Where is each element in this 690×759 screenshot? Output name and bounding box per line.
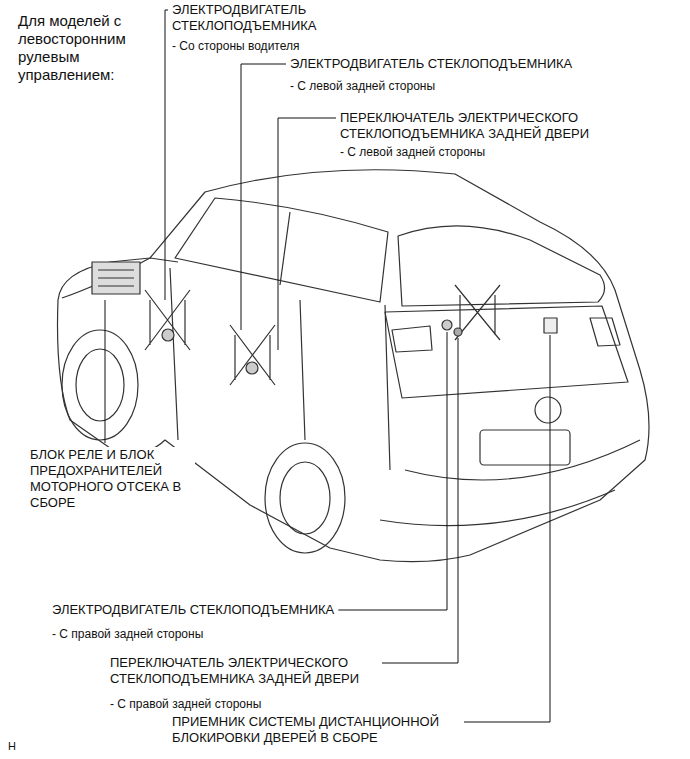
emblem [535,397,561,423]
leader-line [241,64,286,330]
rear-wheel [265,443,345,553]
part-name: ЭЛЕКТРОДВИГАТЕЛЬ СТЕКЛОПОДЪЕМНИКА [52,602,334,618]
window-regulator [145,290,190,350]
window-regulator [455,285,500,340]
leader-line [165,10,168,300]
rear-window [398,226,605,306]
license-plate [480,430,570,465]
part-name: ПРИЕМНИК СИСТЕМЫ ДИСТАНЦИОННОЙ БЛОКИРОВК… [172,714,460,746]
leader-line [278,118,336,350]
window-regulator [230,325,275,385]
front-wheel [62,330,138,440]
part-note: - С правой задней стороны [52,626,203,642]
rear-bumper [380,440,640,526]
part-name: ПЕРЕКЛЮЧАТЕЛЬ ЭЛЕКТРИЧЕСКОГО СТЕКЛОПОДЪЕ… [110,655,378,687]
door-lines [170,268,390,470]
part-note: - С левой задней стороны [340,144,485,160]
tail-lamp [392,318,620,352]
leader-line [338,332,447,610]
part-name: ПЕРЕКЛЮЧАТЕЛЬ ЭЛЕКТРИЧЕСКОГО СТЕКЛОПОДЪЕ… [340,110,608,142]
leader-line [105,300,106,443]
relay-block-detail [98,270,134,286]
window-motor [442,320,452,330]
door-lock-receiver [544,318,557,333]
relay-block [92,262,140,294]
watermark: H [8,738,16,754]
side-windows [175,198,388,302]
hood [62,258,178,298]
b-pillar [280,212,290,285]
front-wheel-rim [76,349,124,421]
tailgate [385,306,628,398]
leader-line [382,338,458,663]
window-switch [454,328,462,336]
part-name: ЭЛЕКТРОДВИГАТЕЛЬ СТЕКЛОПОДЪЕМНИКА [172,2,337,34]
part-name: БЛОК РЕЛЕ И БЛОК ПРЕДОХРАНИТЕЛЕЙ МОТОРНО… [30,447,195,511]
rear-wheel-rim [280,462,330,534]
diagram-title: Для моделей с левосторонним рулевым упра… [18,12,143,84]
part-note: - С левой задней стороны [290,78,435,94]
part-name: ЭЛЕКТРОДВИГАТЕЛЬ СТЕКЛОПОДЪЕМНИКА [290,56,572,72]
leader-line [464,335,550,722]
part-note: - Со стороны водителя [172,38,299,54]
part-note: - С правой задней стороны [110,696,261,712]
